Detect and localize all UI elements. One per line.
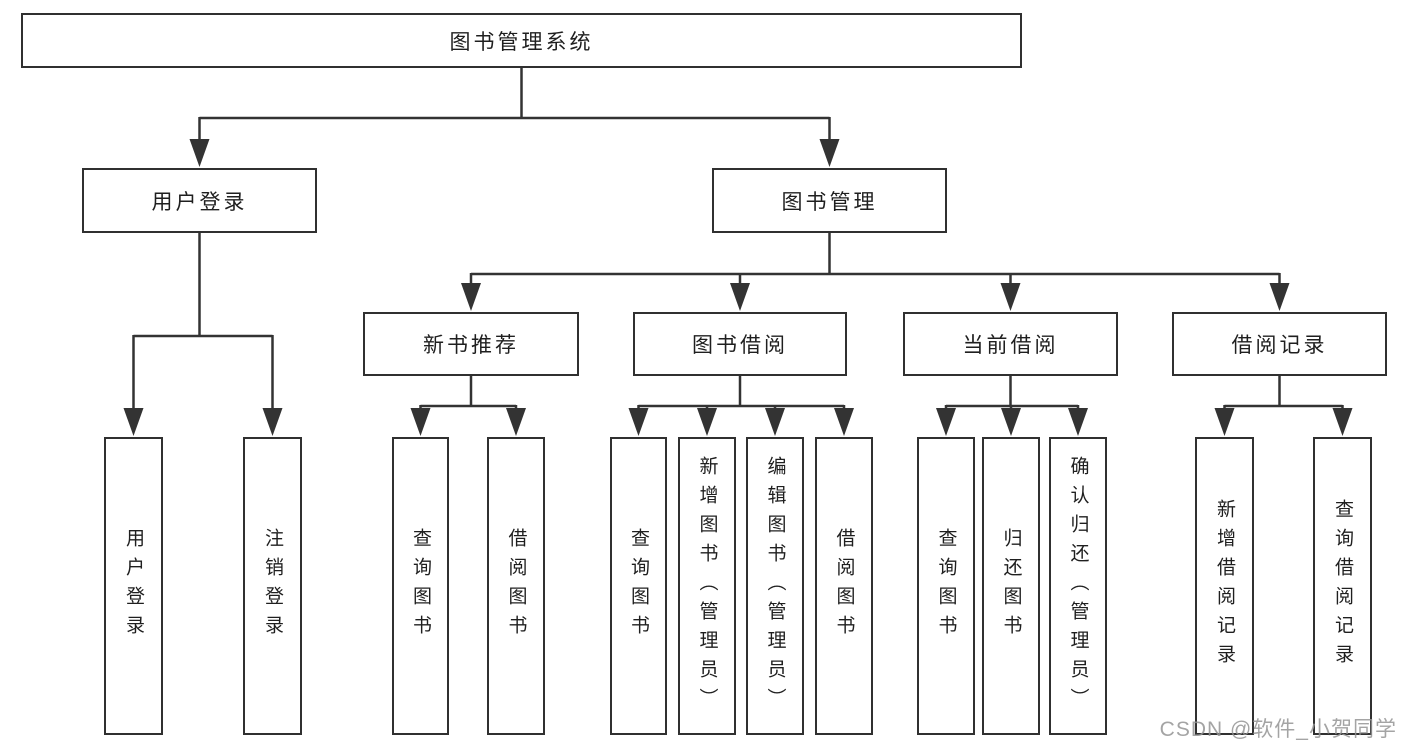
leaf-current-confirm-return-admin: 确认归还（管理员） <box>1049 437 1107 735</box>
leaf-newbook-query-books: 查询图书 <box>392 437 449 735</box>
leaf-newbook-borrow-books: 借阅图书 <box>487 437 545 735</box>
leaf-logout: 注销登录 <box>243 437 302 735</box>
leaf-current-return-books: 归还图书 <box>982 437 1040 735</box>
node-new-book-recommend: 新书推荐 <box>363 312 579 376</box>
leaf-borrow-add-books-admin: 新增图书（管理员） <box>678 437 736 735</box>
node-borrow-records: 借阅记录 <box>1172 312 1387 376</box>
leaf-records-query-record: 查询借阅记录 <box>1313 437 1372 735</box>
leaf-user-login: 用户登录 <box>104 437 163 735</box>
leaf-borrow-query-books: 查询图书 <box>610 437 667 735</box>
leaf-records-add-record: 新增借阅记录 <box>1195 437 1254 735</box>
leaf-borrow-edit-books-admin: 编辑图书（管理员） <box>746 437 804 735</box>
leaf-borrow-borrow-books: 借阅图书 <box>815 437 873 735</box>
node-root: 图书管理系统 <box>21 13 1022 68</box>
csdn-watermark: CSDN @软件_小贺同学 <box>1159 718 1397 741</box>
node-current-borrow: 当前借阅 <box>903 312 1118 376</box>
node-book-borrow: 图书借阅 <box>633 312 847 376</box>
leaf-current-query-books: 查询图书 <box>917 437 975 735</box>
node-user-login: 用户登录 <box>82 168 317 233</box>
node-book-management: 图书管理 <box>712 168 947 233</box>
arrowheads <box>123 139 1353 436</box>
